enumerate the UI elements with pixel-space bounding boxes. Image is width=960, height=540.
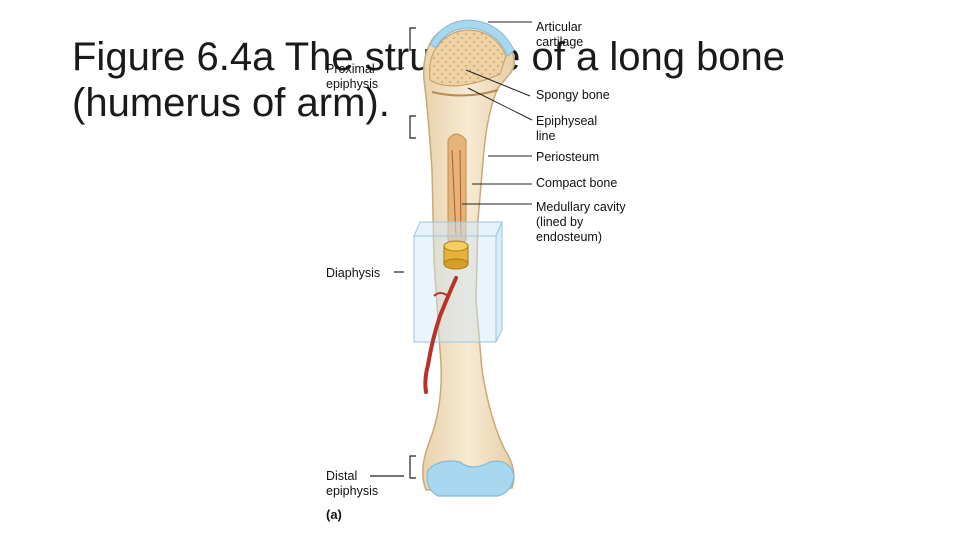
diaphysis-inset-box xyxy=(413,221,503,343)
label-periosteum: Periosteum xyxy=(536,150,600,164)
figure-letter: (a) xyxy=(326,507,342,522)
label-distal-epiphysis: Distal epiphysis xyxy=(326,469,379,498)
label-diaphysis: Diaphysis xyxy=(326,266,381,280)
marrow-plug xyxy=(443,240,469,270)
humerus-bone xyxy=(422,19,515,491)
label-epiphyseal-line: Epiphyseal line xyxy=(536,114,598,143)
title-line-2: (humerus of arm). xyxy=(72,81,390,125)
bracket-proximal-bottom xyxy=(409,115,416,139)
label-articular-cartilage: Articular cartilage xyxy=(536,20,584,49)
label-proximal-epiphysis: Proximal epiphysis xyxy=(326,62,379,91)
leader-spongy-bone xyxy=(465,69,531,97)
leader-epiphyseal-line xyxy=(467,87,533,121)
distal-cartilage xyxy=(426,460,515,497)
label-medullary-cavity: Medullary cavity (lined by endosteum) xyxy=(536,200,626,244)
nutrient-artery xyxy=(423,276,458,394)
label-spongy-bone: Spongy bone xyxy=(536,88,610,102)
label-compact-bone: Compact bone xyxy=(536,176,618,190)
bracket-proximal-top xyxy=(409,27,416,51)
bracket-distal xyxy=(409,455,416,479)
